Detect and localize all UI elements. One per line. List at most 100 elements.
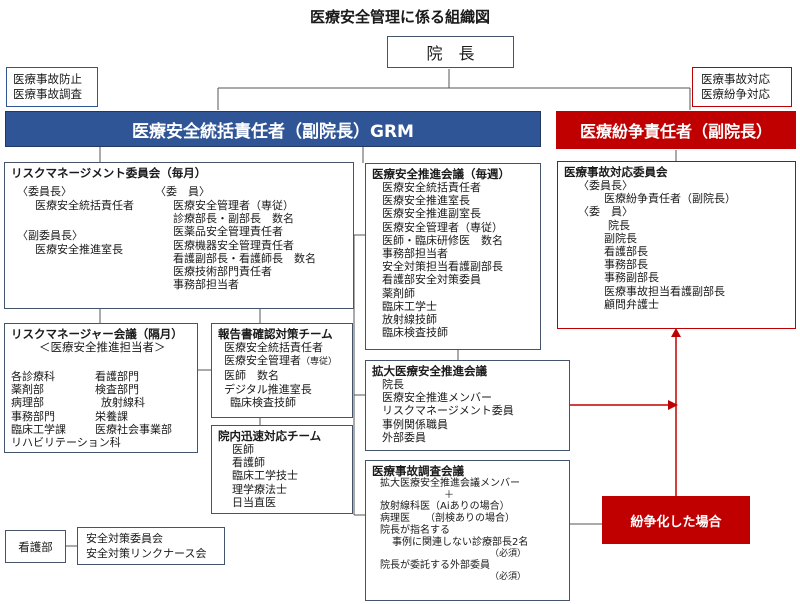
required-tag: （必須） <box>490 549 527 559</box>
left-note: 医療事故防止 医療事故調査 <box>6 67 98 107</box>
left-note-line: 医療事故調査 <box>13 87 82 101</box>
rm-manager-dept: 臨床工学課 <box>11 422 66 436</box>
weekly-member: 医療安全推進副室長 <box>382 207 481 221</box>
investigation-line: 院長が委託する外部委員 <box>380 560 490 571</box>
report-team-member: 医療安全統括責任者 <box>224 341 323 354</box>
rm-members-list: 医療安全管理者（専従） 診療部長・副部長 数名 医薬品安全管理責任者 医療機器安… <box>173 199 316 291</box>
dispute-committee: 医療事故対応委員会 〈委員長〉 医療紛争責任者（副院長） 〈委 員〉 院長 副院… <box>557 161 796 329</box>
weekly-member: 事務部担当者 <box>382 247 448 261</box>
weekly-member: 医療安全管理者（専従） <box>382 220 503 234</box>
rm-chair: 医療安全統括責任者 <box>35 199 134 212</box>
investigation-line: 病理医 （剖検ありの場合） <box>380 513 515 524</box>
nursing-dept: 看護部 <box>5 530 66 563</box>
rm-member: 看護副部長・看護師長 数名 <box>173 251 316 265</box>
dispute-member: 顧問弁護士 <box>604 297 659 311</box>
dispute-member: 看護部長 <box>604 245 648 259</box>
rm-manager-dept: 看護部門 <box>95 370 139 383</box>
nursing-committee: 安全対策リンクナース会 <box>86 547 207 560</box>
dispute-member: 院長 <box>608 218 630 232</box>
rm-manager-meeting: リスクマネージャー会議（隔月） ＜医療安全推進担当者＞ 各診療科 薬剤部 病理部… <box>4 323 198 453</box>
expanded-meeting: 拡大医療安全推進会議 院長 医療安全推進メンバー リスクマネージメント委員 事例… <box>365 360 570 451</box>
weekly-member: 医療安全推進室長 <box>382 194 470 208</box>
weekly-member: 医師・臨床研修医 数名 <box>382 233 503 247</box>
rm-committee: リスクマネージメント委員会（毎月） 〈委員長〉 医療安全統括責任者 〈副委員長〉… <box>4 162 354 309</box>
weekly-heading: 医療安全推進会議（毎週） <box>372 167 510 181</box>
dispute-bar: 医療紛争責任者（副院長） <box>556 111 796 149</box>
rm-member: 医療安全管理者（専従） <box>173 199 294 212</box>
rm-manager-dept: 栄養課 <box>95 409 128 423</box>
dispute-chair-label: 〈委員長〉 <box>578 179 633 192</box>
investigation-line: 院長が指名する <box>380 525 450 536</box>
expanded-member: 院長 <box>382 378 404 391</box>
investigation-meeting: 医療事故調査会議 拡大医療安全推進会議メンバー ＋ 放射線科医（Aiありの場合）… <box>365 460 570 601</box>
rm-member: 診療部長・副部長 数名 <box>173 212 294 226</box>
weekly-member: 放射線技師 <box>382 313 437 327</box>
investigation-line: 拡大医療安全推進会議メンバー <box>380 478 520 489</box>
rapid-team-heading: 院内迅速対応チーム <box>218 429 322 443</box>
rm-manager-dept: 検査部門 <box>95 383 139 397</box>
director-box: 院 長 <box>387 36 514 68</box>
dispute-chair: 医療紛争責任者（副院長） <box>604 192 736 206</box>
dispute-member: 事務部長 <box>604 258 648 272</box>
report-team-member: 臨床検査技師 <box>230 395 296 409</box>
weekly-member: 薬剤師 <box>382 286 415 300</box>
expanded-member: 事例関係職員 <box>382 417 448 431</box>
rapid-team-member: 医師 <box>232 443 254 456</box>
required-tag: （必須） <box>490 572 527 582</box>
weekly-member: 臨床検査技師 <box>382 326 448 340</box>
rm-manager-dept: 病理部 <box>11 396 44 410</box>
rm-manager-dept: 各診療科 <box>11 370 55 383</box>
dispute-escalation-box: 紛争化した場合 <box>602 496 750 544</box>
rm-manager-col2: 看護部門 検査部門 放射線科 栄養課 医療社会事業部 <box>95 370 172 436</box>
rm-manager-sub: ＜医療安全推進担当者＞ <box>39 340 166 354</box>
dispute-member: 事務副部長 <box>604 271 659 285</box>
expanded-member: 医療安全推進メンバー <box>382 391 492 405</box>
fulltime-tag: （専従） <box>301 357 338 368</box>
right-note-line: 医療紛争対応 <box>701 87 770 101</box>
rm-manager-heading: リスクマネージャー会議（隔月） <box>11 327 183 341</box>
rm-committee-heading: リスクマネージメント委員会（毎月） <box>11 166 207 180</box>
rm-manager-col1: 各診療科 薬剤部 病理部 事務部門 臨床工学課 リハビリテーション科 <box>11 370 121 449</box>
rm-vice: 医療安全推進室長 <box>35 243 123 256</box>
report-team-member: 医師 数名 <box>224 369 279 383</box>
rapid-team-member: 看護師 <box>232 456 265 470</box>
right-note: 医療事故対応 医療紛争対応 <box>692 67 792 107</box>
nursing-committee: 安全対策委員会 <box>86 532 163 545</box>
investigation-heading: 医療事故調査会議 <box>372 464 464 478</box>
rm-member: 事務部担当者 <box>173 278 239 292</box>
rm-chair-label: 〈委員長〉 <box>17 185 72 198</box>
weekly-member: 看護部安全対策委員 <box>382 273 481 287</box>
page-title: 医療安全管理に係る組織図 <box>309 8 490 26</box>
rm-manager-dept: 薬剤部 <box>11 383 44 397</box>
grm-bar: 医療安全統括責任者（副院長）GRM <box>5 111 541 147</box>
rapid-team: 院内迅速対応チーム 医師 看護師 臨床工学技士 理学療法士 日当直医 <box>211 425 353 514</box>
rm-member: 医療機器安全管理責任者 <box>173 238 294 252</box>
report-team-heading: 報告書確認対策チーム <box>218 327 333 341</box>
nursing-committees: 安全対策委員会 安全対策リンクナース会 <box>77 527 225 565</box>
rm-manager-dept: 医療社会事業部 <box>95 422 172 436</box>
weekly-meeting: 医療安全推進会議（毎週） 医療安全統括責任者 医療安全推進室長 医療安全推進副室… <box>365 163 541 350</box>
expanded-member: 外部委員 <box>382 430 426 444</box>
rm-manager-dept: 放射線科 <box>101 396 145 410</box>
rm-vice-label: 〈副委員長〉 <box>17 229 83 242</box>
rm-members-label: 〈委 員〉 <box>155 185 210 198</box>
investigation-line: 事例に関連しない診療部長2名 <box>392 537 529 548</box>
rapid-team-member: 理学療法士 <box>232 482 287 496</box>
rapid-team-member: 臨床工学技士 <box>232 469 298 483</box>
expanded-member: リスクマネージメント委員 <box>382 404 514 418</box>
right-note-line: 医療事故対応 <box>701 72 770 86</box>
investigation-plus: ＋ <box>444 490 454 501</box>
left-note-line: 医療事故防止 <box>13 72 82 86</box>
report-team: 報告書確認対策チーム 医療安全統括責任者 医療安全管理者（専従） 医師 数名 デ… <box>211 323 353 418</box>
dispute-member: 副院長 <box>604 231 637 245</box>
expanded-heading: 拡大医療安全推進会議 <box>372 364 487 378</box>
report-team-member: デジタル推進室長 <box>224 382 312 396</box>
report-team-member: 医療安全管理者 <box>224 354 301 368</box>
investigation-line: 放射線科医（Aiありの場合） <box>380 501 510 512</box>
dispute-committee-heading: 医療事故対応委員会 <box>564 165 668 179</box>
dispute-members-label: 〈委 員〉 <box>578 205 633 219</box>
weekly-member: 安全対策担当看護副部長 <box>382 260 503 274</box>
dispute-member: 医療事故担当看護副部長 <box>604 284 725 298</box>
rapid-team-member: 日当直医 <box>232 495 276 509</box>
